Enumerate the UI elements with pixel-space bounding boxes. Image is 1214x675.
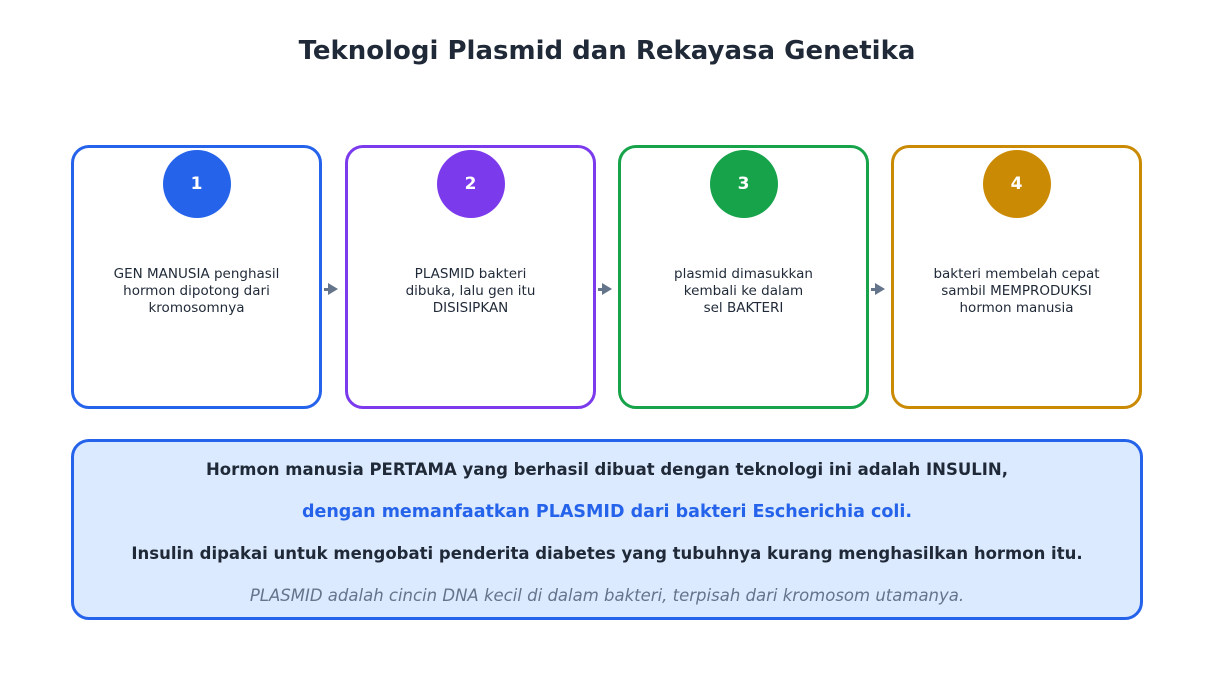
info-line-plasmid-source: dengan memanfaatkan PLASMID dari bakteri… (301, 502, 913, 522)
info-line-insulin: Hormon manusia PERTAMA yang berhasil dib… (205, 460, 1008, 479)
info-line-diabetes: Insulin dipakai untuk mengobati penderit… (131, 544, 1083, 563)
info-box: Hormon manusia PERTAMA yang berhasil dib… (71, 439, 1143, 620)
arrow-right-icon (598, 283, 612, 295)
step-card-2: 2 PLASMID bakteri dibuka, lalu gen itu D… (345, 145, 596, 409)
step-number-badge: 1 (162, 150, 231, 218)
step-number-badge: 3 (709, 150, 778, 218)
arrow-right-icon (871, 283, 885, 295)
step-number-badge: 4 (982, 150, 1051, 218)
step-description: PLASMID bakteri dibuka, lalu gen itu DIS… (405, 266, 536, 316)
step-card-3: 3 plasmid dimasukkan kembali ke dalam se… (618, 145, 869, 409)
step-card-4: 4 bakteri membelah cepat sambil MEMPRODU… (891, 145, 1142, 409)
step-description: plasmid dimasukkan kembali ke dalam sel … (674, 266, 813, 316)
step-number-badge: 2 (436, 150, 505, 218)
step-description: GEN MANUSIA penghasil hormon dipotong da… (113, 266, 280, 316)
info-line-plasmid-definition: PLASMID adalah cincin DNA kecil di dalam… (249, 586, 965, 605)
step-description: bakteri membelah cepat sambil MEMPRODUKS… (933, 266, 1100, 316)
arrow-right-icon (324, 283, 338, 295)
page-title: Teknologi Plasmid dan Rekayasa Genetika (298, 36, 916, 66)
step-card-1: 1 GEN MANUSIA penghasil hormon dipotong … (71, 145, 322, 409)
